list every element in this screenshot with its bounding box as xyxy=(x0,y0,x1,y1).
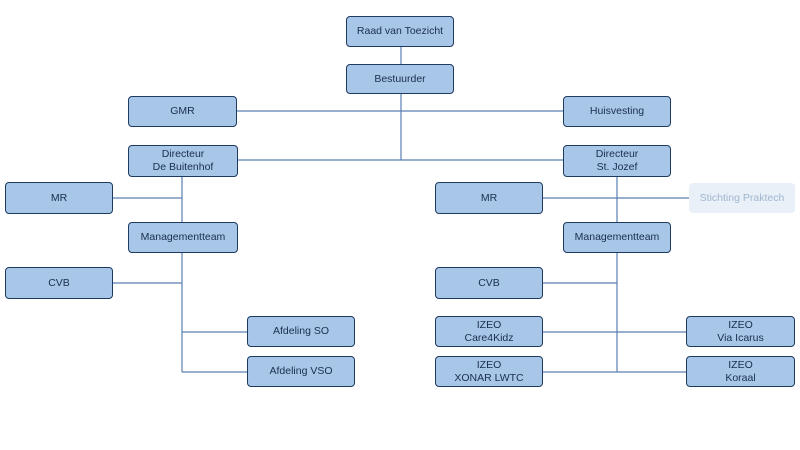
node-mr-right: MR xyxy=(435,182,543,214)
node-bestuurder: Bestuurder xyxy=(346,64,454,94)
node-managementteam-right: Managementteam xyxy=(563,222,671,253)
node-gmr: GMR xyxy=(128,96,237,127)
node-afdeling-vso: Afdeling VSO xyxy=(247,356,355,387)
node-managementteam-left: Managementteam xyxy=(128,222,238,253)
node-cvb-left: CVB xyxy=(5,267,113,299)
node-huisvesting: Huisvesting xyxy=(563,96,671,127)
node-izeo-care4kidz: IZEO Care4Kidz xyxy=(435,316,543,347)
node-izeo-koraal: IZEO Koraal xyxy=(686,356,795,387)
node-stichting-praktech: Stichting Praktech xyxy=(689,183,795,213)
node-raad-van-toezicht: Raad van Toezicht xyxy=(346,16,454,47)
node-afdeling-so: Afdeling SO xyxy=(247,316,355,347)
node-cvb-right: CVB xyxy=(435,267,543,299)
node-mr-left: MR xyxy=(5,182,113,214)
node-directeur-de-buitenhof: Directeur De Buitenhof xyxy=(128,145,238,177)
node-izeo-xonar-lwtc: IZEO XONAR LWTC xyxy=(435,356,543,387)
node-directeur-st-jozef: Directeur St. Jozef xyxy=(563,145,671,177)
node-izeo-via-icarus: IZEO Via Icarus xyxy=(686,316,795,347)
